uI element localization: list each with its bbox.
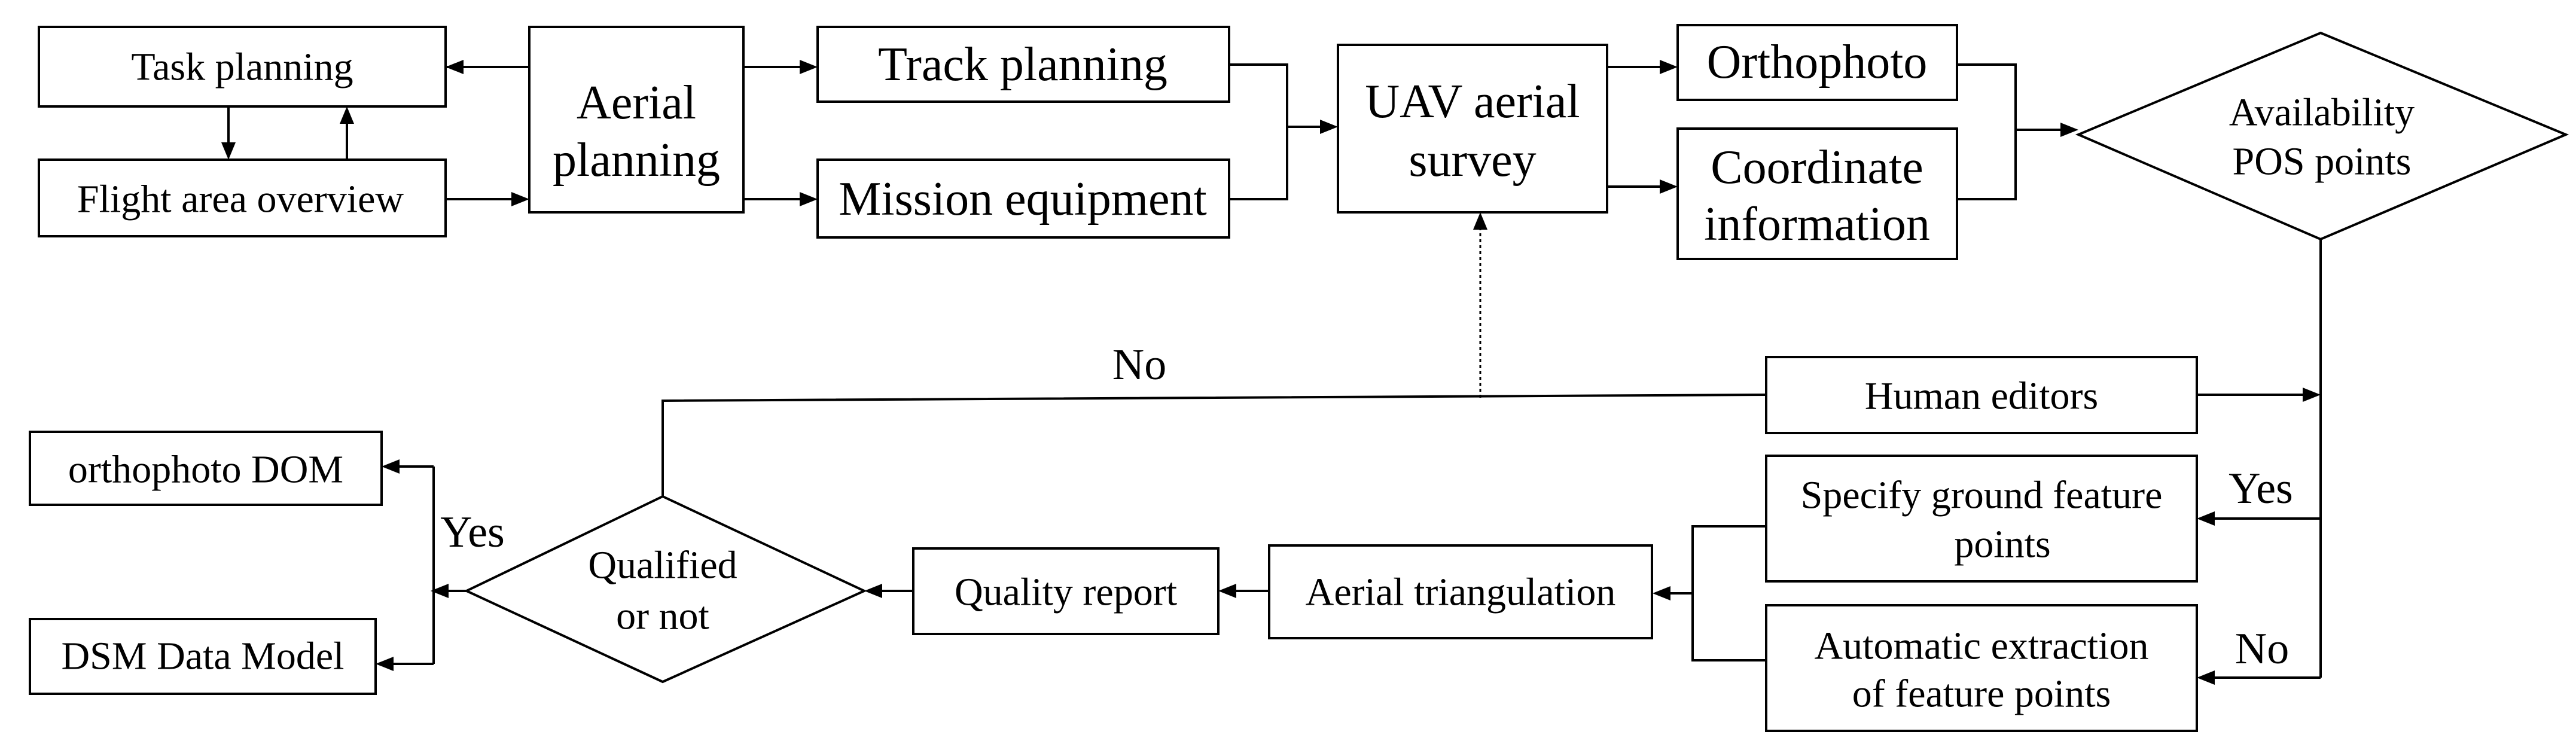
node-label-line-1: Qualified <box>588 544 737 587</box>
arrowhead <box>2060 123 2078 137</box>
arrowhead <box>2197 670 2215 685</box>
box <box>528 26 745 214</box>
arrowhead <box>511 192 529 206</box>
node-orthophoto-dom: orthophoto DOM <box>29 431 383 506</box>
node-label: Mission equipment <box>839 173 1207 225</box>
edge-merge-bracket <box>1229 63 1288 200</box>
box <box>29 431 383 506</box>
box <box>1676 127 1958 260</box>
edge-label-yes-left: Yes <box>440 508 505 557</box>
node-label-line-2: of feature points <box>1852 672 2111 716</box>
node-label: Flight area overview <box>77 178 404 221</box>
node-qualified-or-not: Qualified or not <box>464 495 867 684</box>
node-label: Quality report <box>955 571 1177 614</box>
box <box>1268 544 1653 639</box>
arrowhead <box>340 106 354 124</box>
box <box>1765 455 2198 583</box>
node-label-line-1: Automatic extraction <box>1815 624 2149 668</box>
box <box>816 158 1230 239</box>
edge-no-feedback <box>661 394 1767 496</box>
edge-label-yes-right: Yes <box>2229 464 2293 513</box>
arrowhead <box>800 192 818 206</box>
node-label: orthophoto DOM <box>68 448 343 492</box>
arrowhead <box>431 584 449 598</box>
box <box>912 547 1220 635</box>
node-label-line-1: Availability <box>2229 91 2415 135</box>
edge-label-no-right: No <box>2235 624 2289 673</box>
edge-labels: No Yes No Yes <box>440 340 2293 673</box>
nodes: Task planning Flight area overview Aeria… <box>29 24 2569 732</box>
node-specify-ground-feature-points: Specify ground feature points <box>1765 455 2198 583</box>
box <box>1676 24 1958 101</box>
arrowhead <box>1660 179 1678 194</box>
node-label-line-1: UAV aerial <box>1365 75 1580 128</box>
node-label: Human editors <box>1865 374 2098 418</box>
box <box>1765 356 2198 434</box>
arrowhead <box>1473 212 1487 230</box>
arrowhead <box>2197 511 2215 526</box>
node-orthophoto: Orthophoto <box>1676 24 1958 101</box>
node-label: DSM Data Model <box>62 635 345 678</box>
node-label-line-1: Aerial <box>577 77 696 129</box>
box <box>38 158 447 237</box>
box <box>29 618 377 695</box>
node-label-line-1: Specify ground feature <box>1801 474 2163 517</box>
node-label-line-1: Coordinate <box>1711 141 1923 194</box>
arrowhead <box>1660 60 1678 74</box>
node-label: Aerial triangulation <box>1306 571 1616 614</box>
box <box>1337 44 1608 214</box>
node-human-editors: Human editors <box>1765 356 2198 434</box>
box <box>816 26 1230 103</box>
node-label-line-2: or not <box>616 595 709 638</box>
edge-label-no-top: No <box>1112 340 1166 389</box>
edge-merge-bracket-2 <box>1957 63 2017 200</box>
box <box>1765 604 2198 732</box>
edge-merge-bracket-3 <box>1691 525 1766 661</box>
node-label-line-2: information <box>1704 198 1930 251</box>
arrowhead <box>1218 584 1236 598</box>
arrowhead <box>376 657 394 671</box>
node-aerial-triangulation: Aerial triangulation <box>1268 544 1653 639</box>
node-label-line-2: planning <box>553 134 720 187</box>
node-uav-aerial-survey: UAV aerial survey <box>1337 44 1608 214</box>
node-quality-report: Quality report <box>912 547 1220 635</box>
node-automatic-extraction: Automatic extraction of feature points <box>1765 604 2198 732</box>
node-label-line-2: POS points <box>2233 140 2412 184</box>
node-label: Task planning <box>131 45 353 89</box>
edges <box>221 60 2322 685</box>
arrowhead <box>1653 586 1670 600</box>
arrowhead <box>864 584 882 598</box>
arrowhead <box>2303 388 2321 402</box>
arrowhead <box>221 142 236 160</box>
node-label: Orthophoto <box>1707 36 1928 89</box>
node-task-planning: Task planning <box>38 26 447 108</box>
arrowhead <box>800 60 818 74</box>
node-label-line-2: points <box>1954 523 2050 566</box>
node-track-planning: Track planning <box>816 26 1230 103</box>
node-label-line-2: survey <box>1409 134 1536 187</box>
diamond <box>2075 31 2569 241</box>
node-mission-equipment: Mission equipment <box>816 158 1230 239</box>
diamond <box>464 495 867 684</box>
node-coordinate-information: Coordinate information <box>1676 127 1958 260</box>
node-availability-pos-points: Availability POS points <box>2075 31 2569 241</box>
arrowhead <box>382 459 400 474</box>
node-aerial-planning: Aerial planning <box>528 26 745 214</box>
node-dsm-data-model: DSM Data Model <box>29 618 377 695</box>
node-label: Track planning <box>878 38 1167 91</box>
box <box>38 26 447 108</box>
node-flight-area-overview: Flight area overview <box>38 158 447 237</box>
arrowhead <box>446 60 464 74</box>
arrowhead <box>1320 120 1338 134</box>
